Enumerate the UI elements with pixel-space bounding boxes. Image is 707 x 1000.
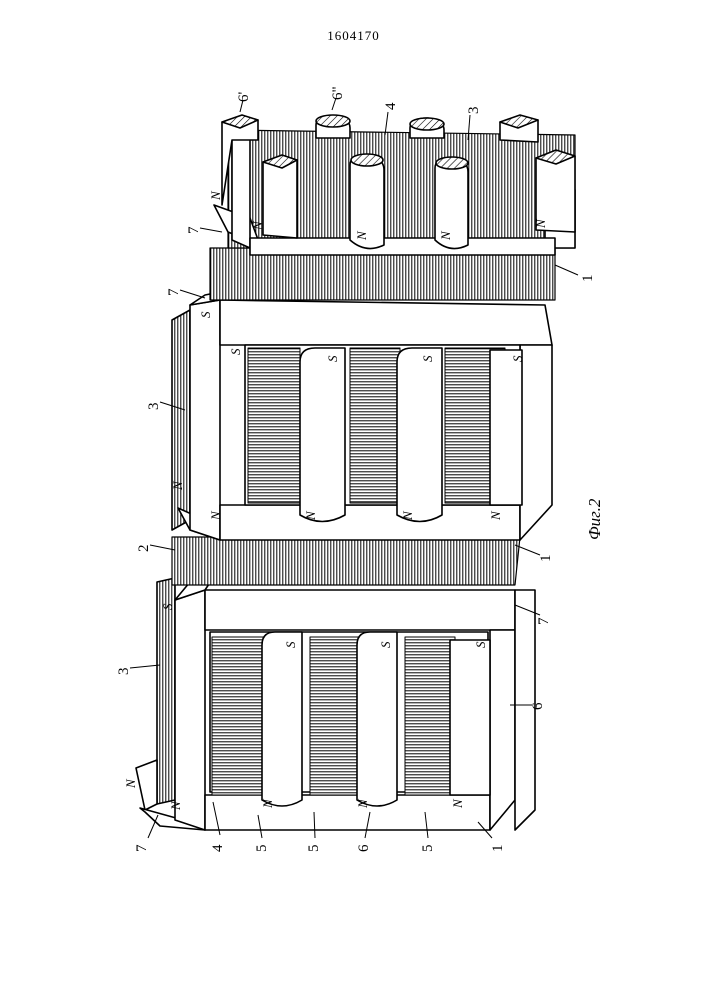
label-1: 1	[580, 275, 596, 283]
spacer-plate-2	[172, 537, 520, 585]
label-1: 1	[490, 845, 506, 853]
label-6: 6	[356, 844, 372, 852]
pole-n: N	[170, 480, 185, 491]
pole-s: S	[420, 355, 435, 362]
label-3: 3	[116, 668, 132, 676]
label-7: 7	[166, 288, 182, 296]
pole-n: N	[450, 798, 465, 809]
pole-n: N	[438, 230, 453, 241]
pole-n: N	[354, 230, 369, 241]
pole-s: S	[283, 641, 298, 648]
pole-n: N	[250, 220, 265, 231]
pole-n: N	[303, 510, 318, 521]
pole-s: S	[325, 355, 340, 362]
label-6a: 6'	[236, 92, 252, 103]
pole-s: S	[378, 641, 393, 648]
label-5: 5	[306, 845, 322, 853]
module-bottom	[136, 575, 535, 830]
label-2: 2	[136, 545, 152, 553]
label-7: 7	[134, 844, 150, 852]
label-4: 4	[210, 844, 226, 852]
pole-n: N	[400, 510, 415, 521]
pole-s: S	[473, 641, 488, 648]
label-7: 7	[186, 226, 202, 234]
pole-s: S	[160, 603, 175, 610]
label-6: 6	[530, 702, 546, 710]
pole-n: N	[168, 800, 183, 811]
label-5: 5	[254, 845, 270, 853]
pole-n: N	[123, 778, 138, 789]
label-3: 3	[466, 107, 482, 115]
label-6b: 6"	[330, 86, 346, 100]
figure-caption: Фиг.2	[585, 498, 604, 540]
pole-n: N	[488, 510, 503, 521]
label-5: 5	[420, 845, 436, 853]
pole-s: S	[198, 311, 213, 318]
pole-n: N	[355, 798, 370, 809]
pole-n: N	[208, 510, 223, 521]
pole-n: N	[208, 190, 223, 201]
pole-s: S	[228, 348, 243, 355]
label-3: 3	[146, 403, 162, 411]
module-top	[214, 115, 575, 255]
pole-n: N	[533, 218, 548, 229]
label-4: 4	[383, 102, 399, 110]
module-middle	[172, 290, 552, 540]
label-1: 1	[538, 555, 554, 563]
pole-n: N	[260, 798, 275, 809]
pole-s: S	[510, 355, 525, 362]
label-7: 7	[536, 617, 552, 625]
